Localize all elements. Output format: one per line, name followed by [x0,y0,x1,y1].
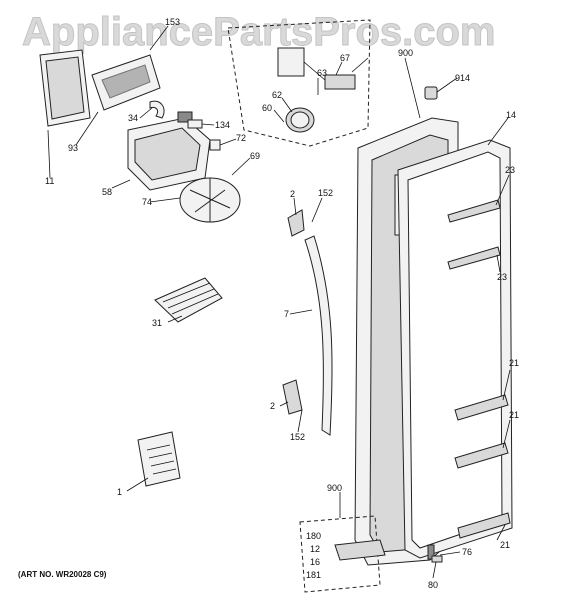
callout-93: 93 [68,143,79,153]
callout-1: 1 [117,487,123,497]
part-134 [187,119,203,129]
callout-2-upper: 2 [290,189,296,199]
art-number: (ART NO. WR20028 C9) [18,570,107,579]
callout-69: 69 [250,151,261,161]
callout-21-middle: 21 [509,410,520,420]
part-76-80-hinge [427,544,443,563]
callout-900-bottom: 900 [327,483,343,493]
callout-23-upper: 23 [505,165,516,175]
callout-152-upper: 152 [318,188,334,198]
callout-181: 181 [306,570,322,580]
callout-62: 62 [272,90,283,100]
part-21-bins [454,394,511,539]
part-93-board [91,54,161,111]
callout-58: 58 [102,187,113,197]
watermark-logo: AppliancePartsPros.com [22,10,496,55]
callout-21-upper: 21 [509,358,520,368]
callout-11: 11 [45,176,55,186]
callout-76: 76 [462,547,473,557]
part-31-tray [154,277,223,323]
part-62-ring [285,107,315,133]
callout-2-lower: 2 [270,401,276,411]
part-7-handle [304,235,333,436]
callout-23-lower: 23 [497,272,508,282]
part-914-cap [424,86,438,100]
callout-180: 180 [306,531,322,541]
callout-12: 12 [310,544,321,554]
callout-134: 134 [215,120,231,130]
callout-7: 7 [284,309,290,319]
part-63-67-solenoid [277,47,356,90]
part-2-upper [287,209,305,237]
callout-31: 31 [152,318,163,328]
part-23-shelves [447,199,501,270]
callout-74: 74 [142,197,153,207]
callout-152-lower: 152 [290,432,306,442]
callout-16: 16 [310,557,321,567]
part-1-booklet [137,431,181,487]
part-11-panel [39,49,91,127]
callout-67: 67 [340,53,351,63]
part-2-lower [282,379,303,415]
inset-box-top [227,19,371,147]
callout-21-lower: 21 [500,540,511,550]
callout-60: 60 [262,103,273,113]
part-69-auger [179,177,241,223]
callout-34: 34 [128,113,139,123]
callout-72: 72 [236,133,247,143]
part-72 [209,139,221,151]
callout-914: 914 [455,73,471,83]
callout-900-top: 900 [398,48,414,58]
callout-80: 80 [428,580,439,590]
callout-153: 153 [165,17,181,27]
part-34-cable [149,100,165,119]
callout-14: 14 [506,110,517,120]
callout-63: 63 [317,68,328,78]
leader-lines [47,25,511,579]
inset-box-bottom [299,515,386,593]
